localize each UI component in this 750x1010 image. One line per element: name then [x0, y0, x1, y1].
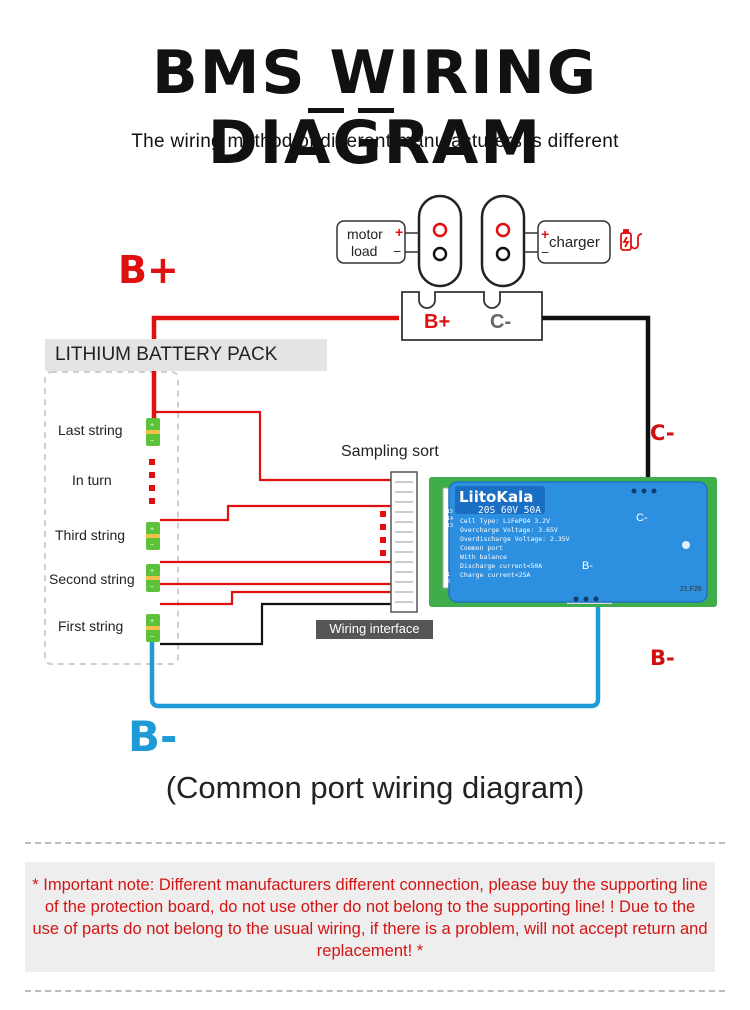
board-brand: LiitoKala [459, 488, 534, 506]
page-title: BMS WIRING DIAGRAM [151, 38, 599, 178]
board-pad-c-label: C- [636, 512, 648, 524]
note-box [25, 862, 715, 972]
board-pins: B15 B14 B13 B1 B0 [444, 509, 454, 585]
motor-label: motor [347, 226, 383, 242]
svg-text:−: − [541, 244, 549, 260]
load-label: load [351, 243, 378, 259]
svg-text:−: − [150, 634, 154, 641]
charger-icon [620, 229, 643, 251]
battery-pack-label: LITHIUM BATTERY PACK [45, 339, 327, 371]
bminus-side-label: B- [650, 646, 675, 670]
svg-text:+: + [150, 568, 154, 575]
divider-top [25, 842, 725, 844]
charger-plug [480, 194, 526, 288]
svg-text:+: + [150, 526, 154, 533]
plug-bplus-label: B+ [424, 311, 451, 333]
svg-text:+: + [395, 224, 403, 240]
sampling-dots [380, 511, 386, 556]
wiring-interface-bg [316, 620, 433, 639]
cminus-wire [542, 315, 651, 488]
svg-text:−: − [150, 542, 154, 549]
diagram-caption: (Common port wiring diagram) [165, 770, 585, 805]
string-label-in-turn: In turn [72, 472, 112, 488]
battery-cells: + − + − + − + − [146, 418, 160, 642]
cminus-side-label: C- [650, 421, 675, 445]
svg-text:−: − [150, 584, 154, 591]
board-model: 20S 60V 50A [478, 505, 541, 516]
bplus-label: B+ [118, 248, 179, 292]
wiring-interface-label: Wiring interface [329, 621, 420, 636]
board-specs: Cell Type: LiFePO4 3.2V Overcharge Volta… [460, 517, 570, 579]
sampling-sort-label: Sampling sort [341, 443, 439, 460]
motor-load-box [336, 220, 406, 264]
title-underline [308, 108, 394, 113]
string-label-last: Last string [58, 422, 123, 438]
charger-label: charger [549, 234, 600, 251]
string-label-second: Second string [49, 571, 135, 587]
bms-board [429, 477, 717, 607]
svg-text:+: + [541, 226, 549, 242]
bminus-label: B- [128, 712, 178, 761]
divider-bottom [25, 990, 725, 992]
svg-text:+: + [150, 422, 154, 429]
battery-pack-outline [44, 371, 179, 665]
string-label-third: Third string [55, 527, 126, 543]
important-note: * Important note: Different manufacturer… [32, 876, 708, 960]
bplus-wire [151, 315, 399, 420]
svg-text:+: + [150, 618, 154, 625]
subtitle: The wiring method of different manufactu… [131, 131, 619, 152]
svg-text:−: − [393, 243, 401, 259]
in-turn-dots [149, 459, 155, 504]
svg-text:−: − [150, 438, 154, 445]
load-plug [417, 194, 463, 288]
main-plug [401, 291, 543, 341]
string-label-first: First string [58, 618, 124, 634]
plug-cminus-label: C- [490, 311, 512, 333]
bminus-wire [149, 598, 601, 709]
board-code: 21.F26 [680, 586, 702, 593]
board-pad-b-label: B- [582, 560, 593, 572]
charger-box [537, 220, 611, 264]
